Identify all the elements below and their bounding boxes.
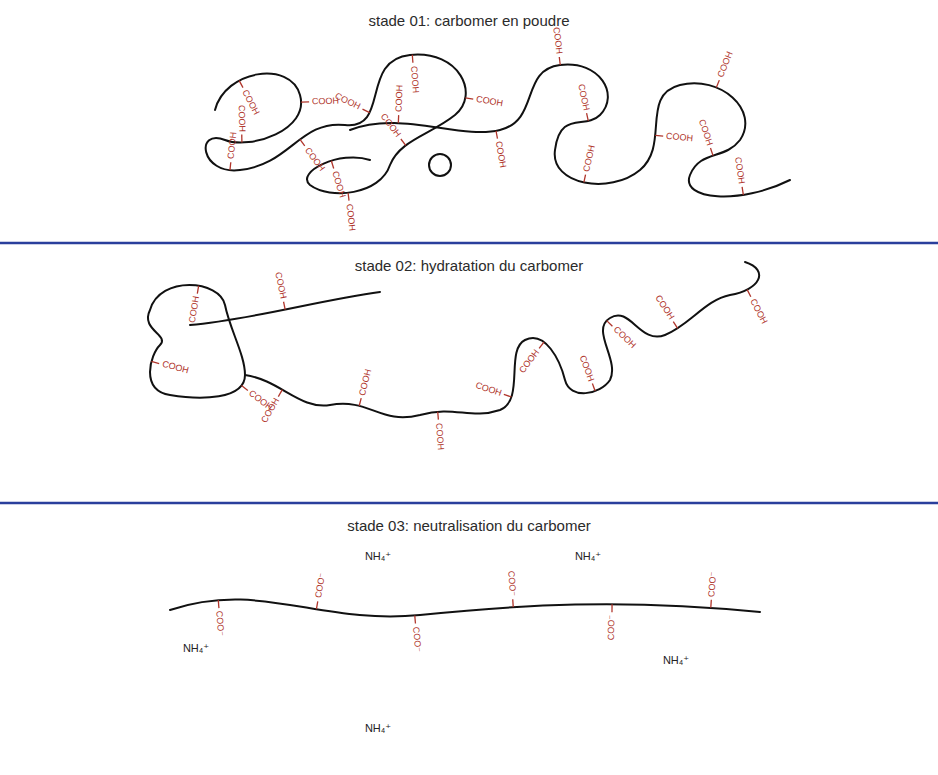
polymer-chain xyxy=(245,262,759,417)
bond-tick xyxy=(300,139,305,145)
bond-tick xyxy=(512,599,514,607)
carboxyl-group: COOH xyxy=(334,92,362,112)
carboxyl-group: COOH xyxy=(551,27,563,55)
bond-tick xyxy=(241,135,242,143)
bond-tick xyxy=(611,604,612,612)
bond-tick xyxy=(465,98,473,99)
bond-tick xyxy=(362,109,369,113)
ammonium-ion: NH₄⁺ xyxy=(365,723,391,734)
carboxyl-group: COOH xyxy=(733,157,746,185)
carboxyl-group: COOH xyxy=(518,348,541,375)
bond-tick xyxy=(347,193,349,201)
bond-tick xyxy=(539,342,544,348)
carboxyl-group: COOH xyxy=(227,132,239,160)
bond-tick xyxy=(587,113,589,121)
carboxyl-group: COOH xyxy=(576,83,590,111)
bond-tick xyxy=(239,81,243,88)
ammonium-ion: NH₄⁺ xyxy=(365,551,391,562)
polymer-chain xyxy=(148,285,245,398)
carboxyl-group: COOH xyxy=(578,354,596,382)
ammonium-ion: NH₄⁺ xyxy=(183,643,209,654)
separator-line xyxy=(0,242,938,245)
carboxyl-group: COOH xyxy=(494,141,508,169)
separator-line xyxy=(0,502,938,505)
bond-tick xyxy=(242,386,248,391)
carboxylate-group: COO⁻ xyxy=(607,615,616,640)
bond-tick xyxy=(151,361,159,363)
carboxyl-group: COOH xyxy=(188,296,201,324)
carboxyl-group: COOH xyxy=(345,203,357,231)
stage-title: stade 03: neutralisation du carbomer xyxy=(347,518,590,533)
bond-tick xyxy=(301,101,309,102)
bond-tick xyxy=(504,394,512,397)
carboxyl-group: COOH xyxy=(358,368,373,396)
carboxyl-group: COOH xyxy=(666,132,694,144)
carboxylate-group: COO⁻ xyxy=(215,611,226,637)
carboxyl-group: COOH xyxy=(716,51,734,79)
carboxylate-group: COO⁻ xyxy=(411,626,422,652)
carboxyl-group: COOH xyxy=(434,422,445,450)
ammonium-ion: NH₄⁺ xyxy=(663,655,689,666)
bond-tick xyxy=(742,187,743,195)
bond-tick xyxy=(673,322,677,329)
carboxyl-group: COOH xyxy=(161,360,189,376)
polymer-chain xyxy=(170,600,760,617)
bond-tick xyxy=(331,161,333,169)
carboxyl-group: COOH xyxy=(273,271,287,299)
bond-tick xyxy=(278,390,282,397)
carboxyl-group: COOH xyxy=(394,85,404,112)
bond-tick xyxy=(710,148,713,156)
bond-tick xyxy=(284,302,286,310)
stage-title: stade 02: hydratation du carbomer xyxy=(355,258,583,273)
carboxyl-group: COOH xyxy=(697,118,714,146)
bond-tick xyxy=(412,55,414,63)
carboxyl-group: COOH xyxy=(611,325,637,350)
carboxylate-group: COO⁻ xyxy=(314,573,327,599)
bond-tick xyxy=(710,600,712,608)
carboxyl-group: COOH xyxy=(330,170,347,198)
ammonium-ion: NH₄⁺ xyxy=(575,551,601,562)
carboxyl-group: COOH xyxy=(474,381,502,398)
bond-tick xyxy=(359,398,361,406)
bond-tick xyxy=(316,601,317,609)
bond-tick xyxy=(401,139,406,145)
polymer-loop xyxy=(429,154,451,176)
carboxyl-group: COOH xyxy=(237,104,247,131)
bond-tick xyxy=(607,321,613,327)
stage-title: stade 01: carbomer en poudre xyxy=(369,13,570,28)
bond-tick xyxy=(496,131,497,139)
bond-tick xyxy=(414,615,416,623)
bond-tick xyxy=(716,80,719,87)
carboxyl-group: COOH xyxy=(748,297,768,325)
bond-tick xyxy=(584,175,586,183)
carboxyl-group: COOH xyxy=(475,95,503,108)
bond-tick xyxy=(747,290,751,297)
bond-tick xyxy=(559,57,561,65)
carboxyl-group: COOH xyxy=(582,144,597,172)
carboxyl-group: COOH xyxy=(653,294,675,322)
carboxyl-group: COOH xyxy=(409,65,420,93)
bond-tick xyxy=(229,162,231,170)
bond-tick xyxy=(592,384,595,392)
bond-tick xyxy=(437,412,439,420)
carboxylate-group: COO⁻ xyxy=(506,571,517,597)
bond-tick xyxy=(218,600,220,608)
carboxylate-group: COO⁻ xyxy=(707,571,718,597)
bond-tick xyxy=(655,135,663,137)
polymer-chain xyxy=(350,65,790,197)
bond-tick xyxy=(398,115,400,123)
bond-tick xyxy=(197,286,198,294)
